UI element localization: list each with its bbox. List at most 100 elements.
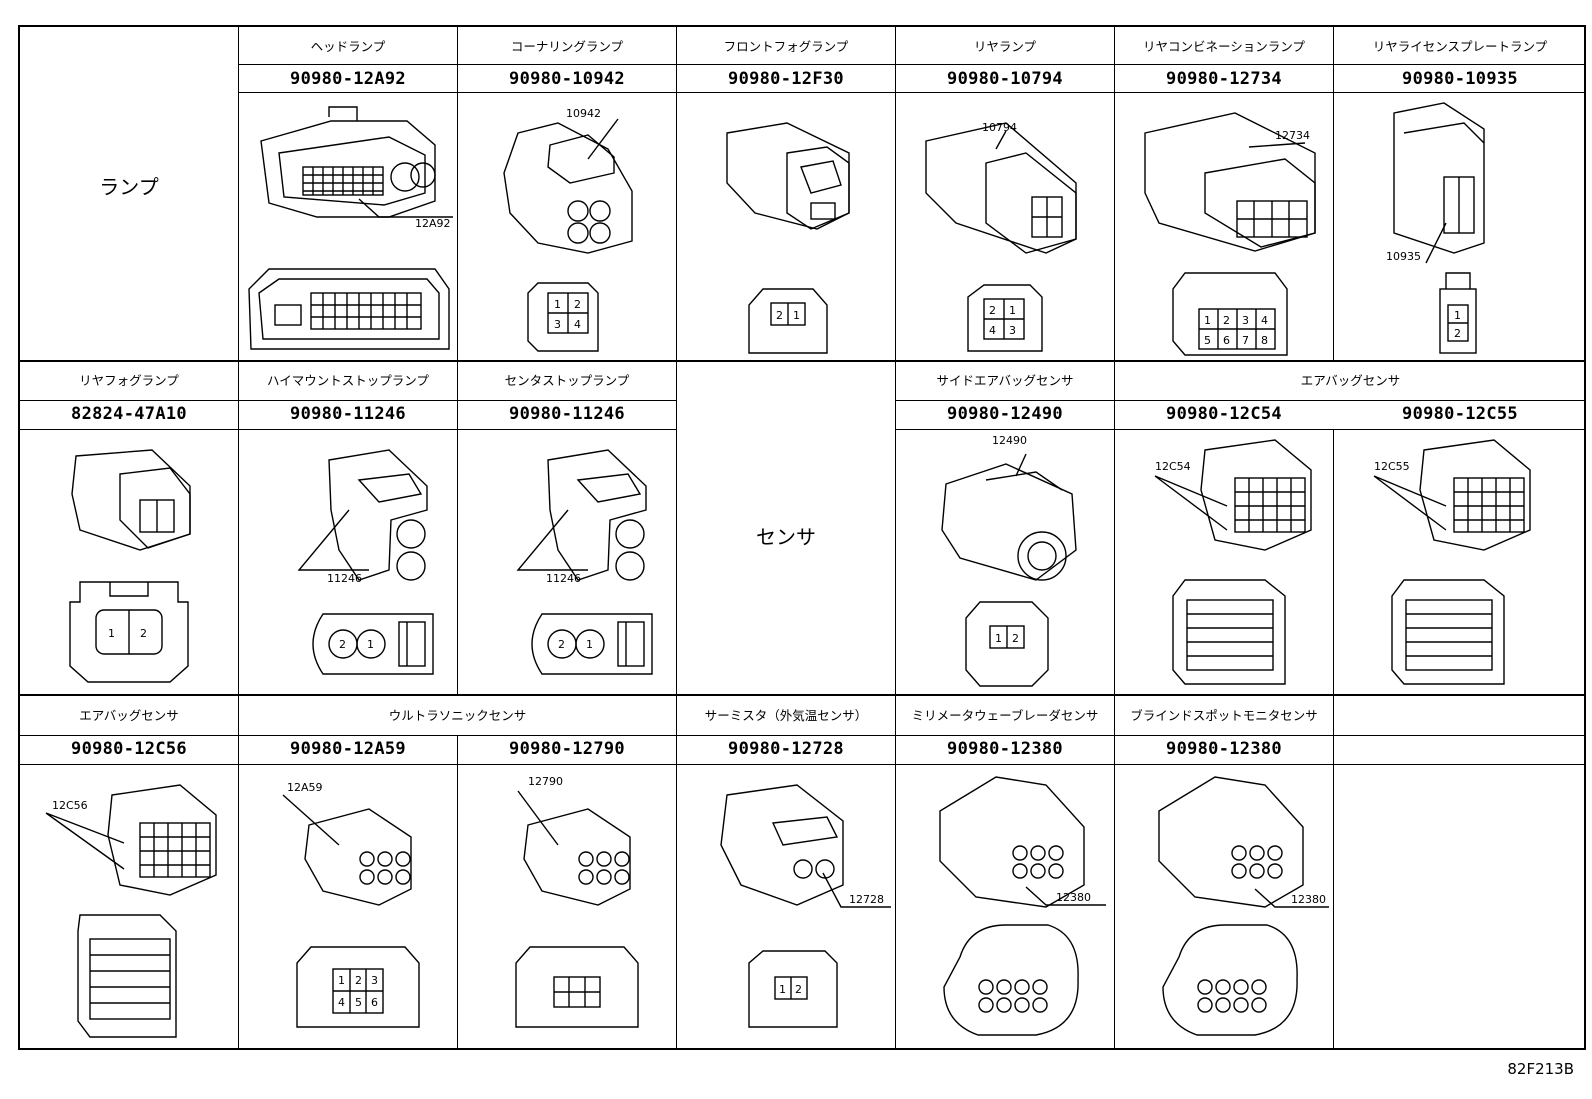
pin-label: 4	[338, 996, 345, 1009]
callout-label: 12C56	[52, 799, 88, 812]
divider	[20, 400, 677, 401]
pin-label: 1	[1009, 304, 1016, 317]
pin-label: 1	[586, 638, 593, 651]
pin-label: 2	[776, 309, 783, 322]
part-number: 90980-12C54	[1166, 404, 1282, 424]
pin-label: 1	[793, 309, 800, 322]
divider	[457, 27, 458, 360]
cell-name: ブラインドスポットモニタセンサ	[1130, 708, 1318, 723]
pin-label: 1	[367, 638, 374, 651]
part-number: 82824-47A10	[71, 404, 187, 424]
pin-label: 2	[355, 974, 362, 987]
connector-illustration-airbag-12c54: 12C54	[1115, 430, 1333, 694]
connector-illustration-side-airbag: 12490 1 2	[896, 430, 1114, 694]
part-number: 90980-12C55	[1402, 404, 1518, 424]
connector-illustration-airbag-12c55: 12C55	[1334, 430, 1586, 694]
cell-name: リヤコンビネーションランプ	[1143, 39, 1305, 54]
part-number: 90980-10794	[947, 69, 1063, 89]
part-number: 90980-12380	[1166, 739, 1282, 759]
connector-illustration-thermistor: 12728 1 2	[677, 765, 895, 1050]
part-number: 90980-10935	[1402, 69, 1518, 89]
cell-name: コーナリングランプ	[510, 39, 624, 54]
pin-label: 2	[795, 983, 802, 996]
pin-label: 1	[995, 632, 1002, 645]
part-number: 90980-12F30	[728, 69, 844, 89]
divider	[1333, 696, 1334, 1050]
callout-label: 12380	[1056, 891, 1091, 904]
pin-label: 8	[1261, 334, 1268, 347]
divider	[20, 764, 1586, 765]
part-number: 90980-12380	[947, 739, 1063, 759]
connector-chart: ランプ センサ ヘッドランプ 90980-12A92 コーナリングランプ 909…	[18, 25, 1586, 1050]
pin-label: 4	[989, 324, 996, 337]
cell-name: フロントフォグランプ	[723, 39, 849, 54]
part-number: 90980-12728	[728, 739, 844, 759]
divider	[238, 92, 1586, 93]
pin-label: 2	[1223, 314, 1230, 327]
connector-illustration-airbag-12c56: 12C56	[20, 765, 238, 1050]
divider	[238, 64, 1586, 65]
cell-name: ヘッドランプ	[310, 39, 386, 54]
pin-label: 6	[1223, 334, 1230, 347]
callout-label: 10942	[566, 107, 601, 120]
pin-label: 2	[989, 304, 996, 317]
divider	[20, 429, 677, 430]
divider	[20, 360, 1586, 362]
pin-label: 7	[1242, 334, 1249, 347]
connector-illustration-front-fog: 2 1	[677, 93, 895, 360]
divider	[457, 735, 458, 1050]
cell-name: リヤライセンスプレートランプ	[1372, 39, 1548, 54]
cell-name: サイドエアバッグセンサ	[936, 373, 1074, 388]
pin-label: 5	[1204, 334, 1211, 347]
cell-name: リヤフォグランプ	[79, 373, 179, 388]
pin-label: 1	[1454, 309, 1461, 322]
part-number: 90980-12A59	[290, 739, 406, 759]
callout-label: 10935	[1386, 250, 1421, 263]
connector-illustration-high-mount-stop: 11246 2 1	[239, 430, 457, 694]
pin-label: 4	[574, 318, 581, 331]
connector-illustration-ultrasonic-12790: 12790	[458, 765, 676, 1050]
pin-label: 3	[371, 974, 378, 987]
callout-label: 11246	[327, 572, 362, 585]
callout-label: 12380	[1291, 893, 1326, 906]
pin-label: 3	[554, 318, 561, 331]
part-number: 90980-11246	[509, 404, 625, 424]
pin-label: 2	[339, 638, 346, 651]
callout-label: 11246	[546, 572, 581, 585]
pin-label: 2	[1012, 632, 1019, 645]
connector-illustration-ultrasonic-12a59: 12A59 1 2 3 4 5 6	[239, 765, 457, 1050]
divider	[895, 429, 1586, 430]
cell-name: サーミスタ（外気温センサ）	[704, 708, 868, 723]
pin-label: 1	[779, 983, 786, 996]
cell-name: センタストップランプ	[504, 373, 630, 388]
pin-label: 1	[338, 974, 345, 987]
divider	[20, 694, 1586, 696]
connector-illustration-mmwave-radar: 12380	[896, 765, 1114, 1050]
connector-illustration-license-plate: 10935 1 2	[1334, 93, 1586, 360]
callout-label: 12490	[992, 434, 1027, 447]
pin-label: 2	[1454, 327, 1461, 340]
callout-label: 12C55	[1374, 460, 1410, 473]
divider	[457, 362, 458, 694]
divider	[676, 27, 677, 1050]
pin-label: 2	[558, 638, 565, 651]
pin-label: 1	[1204, 314, 1211, 327]
divider	[1333, 27, 1334, 360]
cell-name: エアバッグセンサ	[1300, 373, 1401, 388]
divider	[895, 400, 1586, 401]
cell-name: ミリメータウェーブレーダセンサ	[911, 708, 1099, 723]
part-number: 90980-11246	[290, 404, 406, 424]
callout-label: 12A92	[415, 217, 451, 230]
pin-label: 2	[140, 627, 147, 640]
connector-illustration-rear-fog: 1 2	[20, 430, 238, 694]
divider	[20, 735, 1586, 736]
cell-name: エアバッグセンサ	[79, 708, 179, 723]
group-label-lamp: ランプ	[99, 175, 159, 199]
divider	[895, 27, 896, 1050]
callout-label: 12C54	[1155, 460, 1191, 473]
cell-name: リヤランプ	[973, 39, 1037, 54]
divider	[1333, 429, 1334, 694]
callout-label: 12A59	[287, 781, 323, 794]
connector-illustration-cornering: 10942 1 2 3 4	[458, 93, 676, 360]
divider	[238, 27, 239, 1050]
